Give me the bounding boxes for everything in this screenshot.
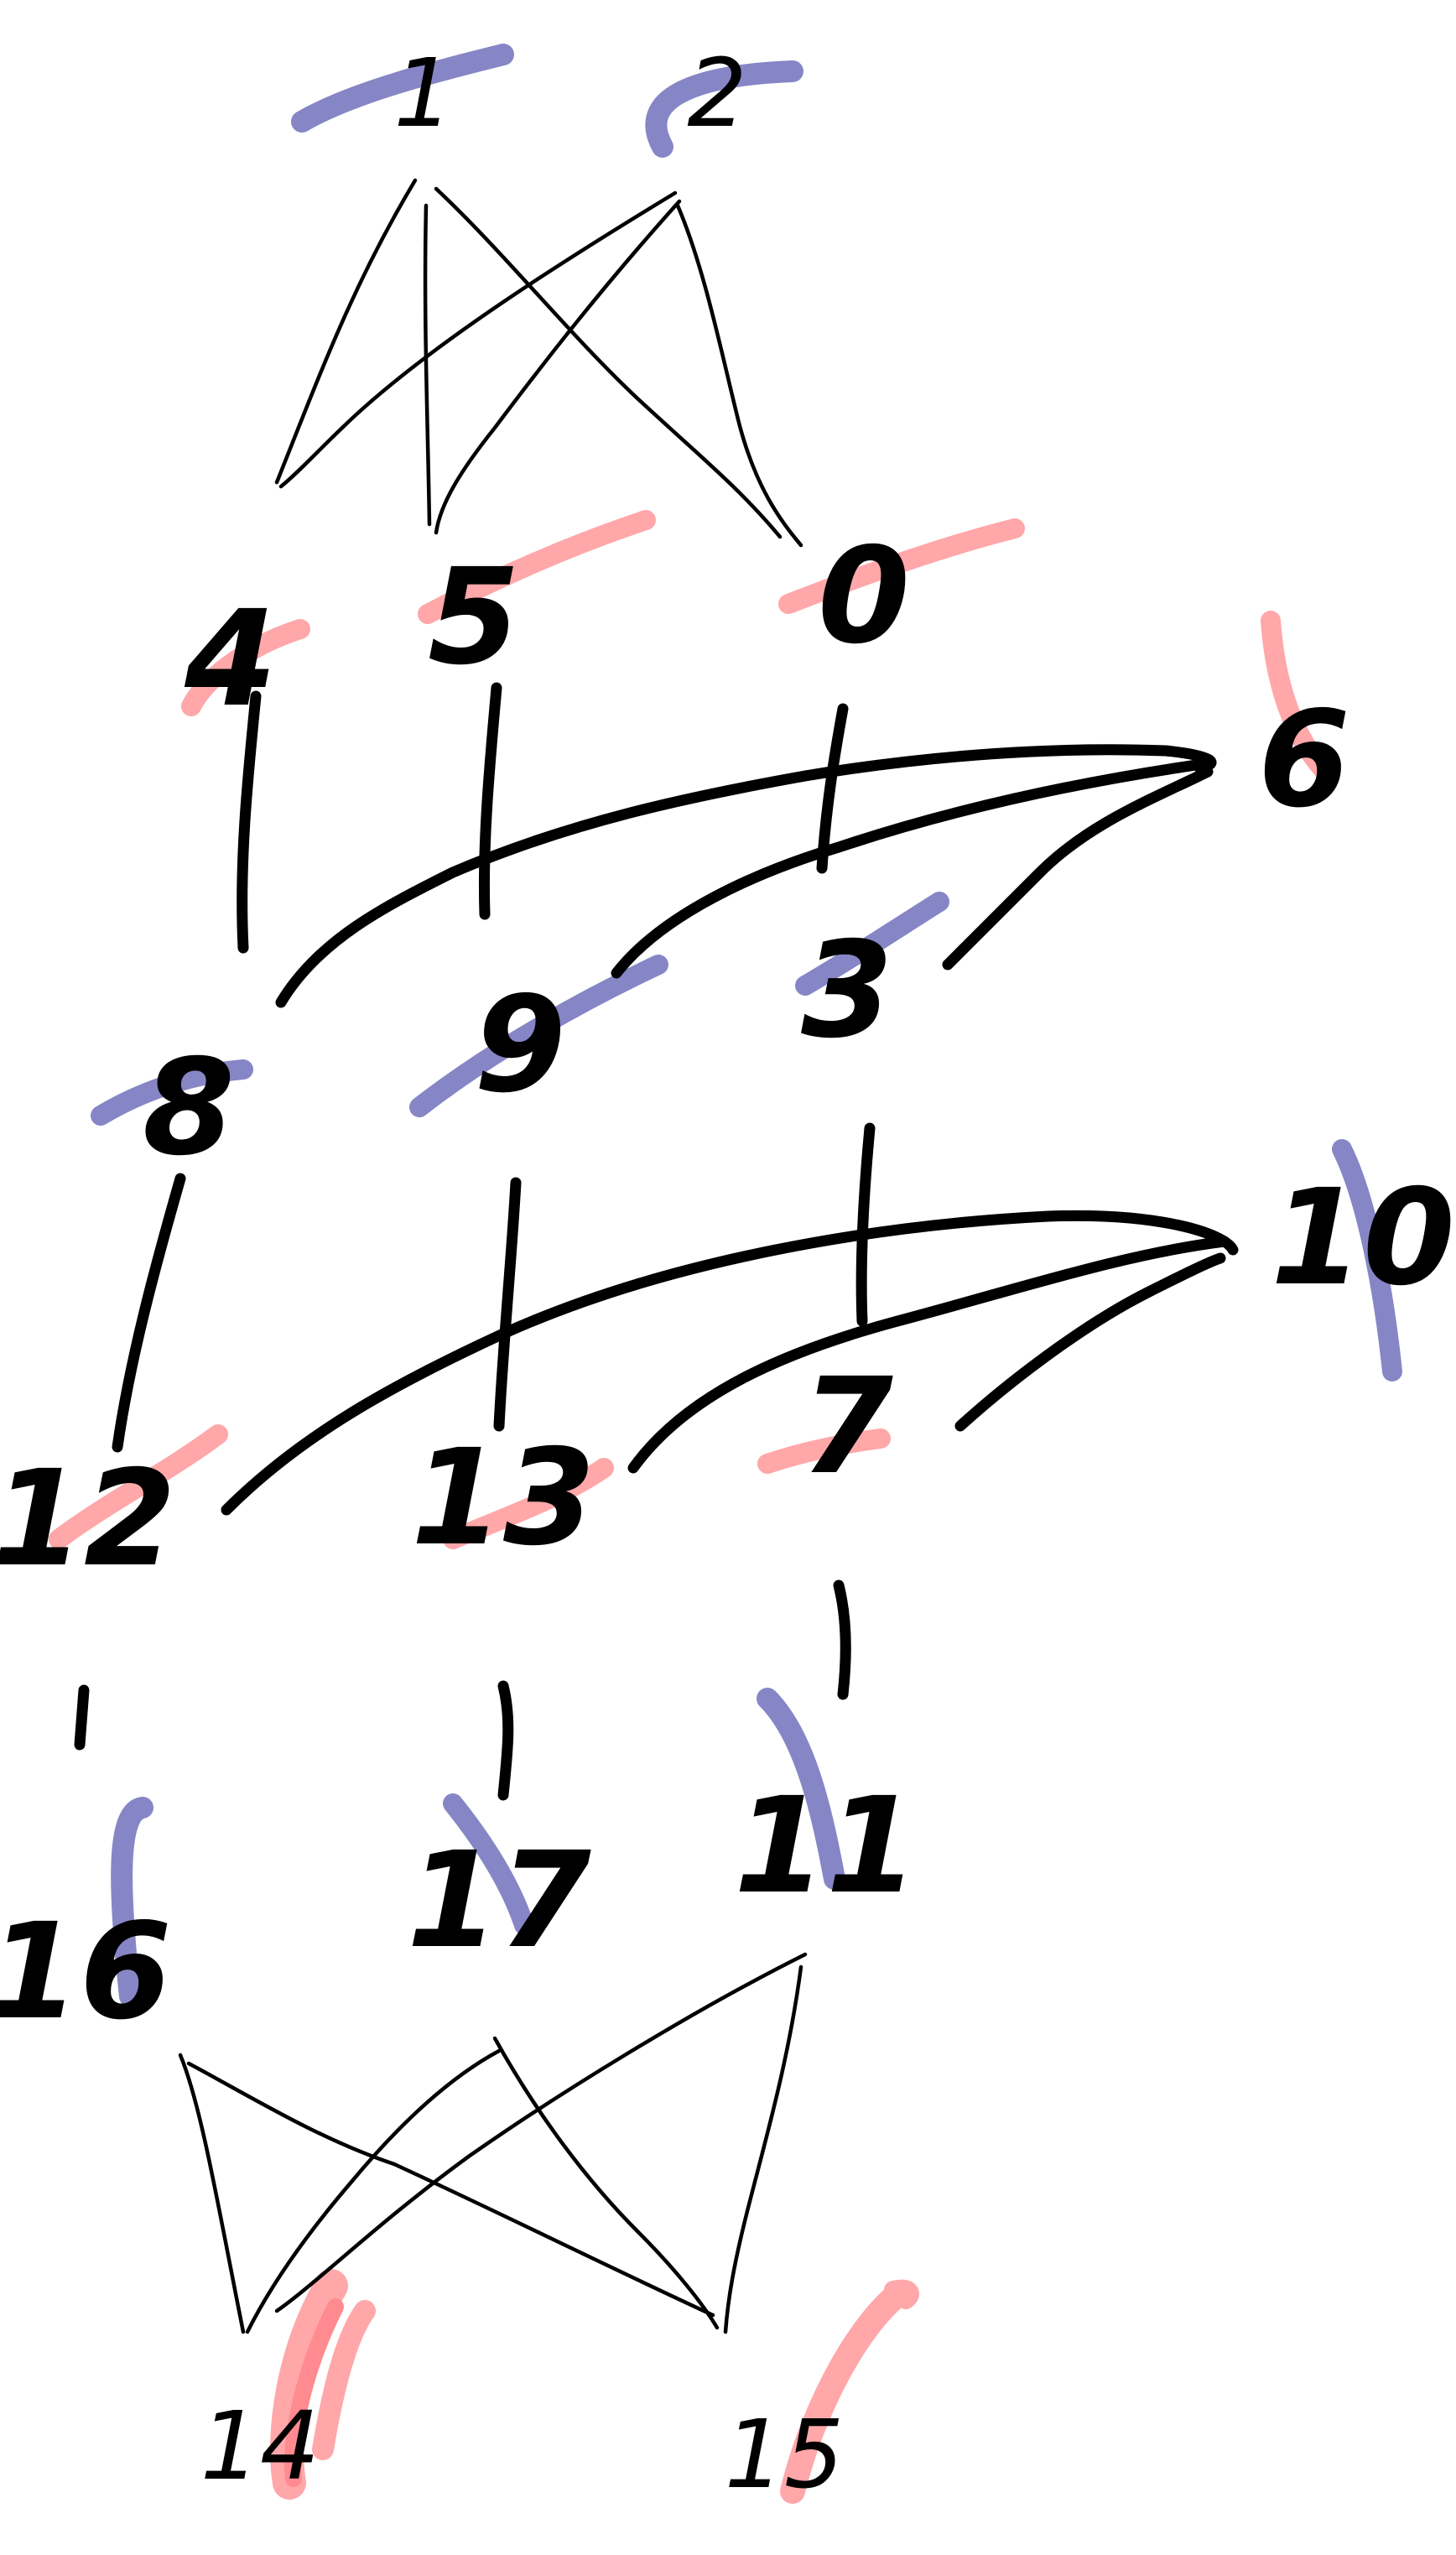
node-5: 5 bbox=[428, 540, 520, 695]
node-6: 6 bbox=[1258, 683, 1350, 837]
edge-17-14 bbox=[245, 2048, 502, 2334]
highlight-10 bbox=[1332, 1139, 1402, 1382]
node-12: 12 bbox=[0, 1442, 176, 1596]
node-4: 4 bbox=[184, 582, 277, 736]
highlight-14b bbox=[284, 2298, 344, 2487]
node-14: 14 bbox=[200, 2392, 320, 2501]
edge-12-16 bbox=[74, 1684, 90, 1751]
highlight-4 bbox=[181, 619, 310, 716]
highlight-15 bbox=[780, 2286, 906, 2504]
edge-13-17 bbox=[497, 1680, 514, 1801]
edges-middle bbox=[74, 682, 1239, 1801]
edge-3-7 bbox=[855, 1122, 876, 1327]
edge-2-5 bbox=[434, 199, 682, 535]
node-10: 10 bbox=[1271, 1161, 1455, 1315]
node-17: 17 bbox=[407, 1824, 591, 1978]
edge-7-11 bbox=[833, 1579, 851, 1700]
highlight-5 bbox=[418, 510, 656, 624]
node-16: 16 bbox=[0, 1895, 172, 2049]
highlight-2 bbox=[645, 60, 803, 158]
edge-11-15 bbox=[723, 1964, 803, 2334]
highlight-13 bbox=[443, 1458, 614, 1549]
edges-bottom-cluster bbox=[178, 1952, 808, 2334]
edge-10-7 bbox=[954, 1252, 1226, 1432]
edge-17-15 bbox=[492, 2036, 720, 2330]
node-labels: 1 2 4 5 0 6 8 9 3 10 12 13 7 16 17 11 14… bbox=[0, 39, 1455, 2510]
edge-9-13 bbox=[493, 1177, 522, 1432]
highlight-17 bbox=[443, 1793, 534, 1935]
edge-6-9 bbox=[611, 757, 1214, 979]
node-2: 2 bbox=[687, 39, 746, 148]
highlight-marks bbox=[49, 44, 1402, 2504]
edge-2-0 bbox=[675, 203, 803, 548]
node-8: 8 bbox=[143, 1031, 235, 1185]
highlight-6 bbox=[1261, 611, 1339, 786]
edge-10-12 bbox=[221, 1210, 1239, 1516]
node-15: 15 bbox=[725, 2401, 845, 2510]
node-9: 9 bbox=[474, 968, 566, 1122]
edge-1-5 bbox=[423, 203, 432, 527]
node-7: 7 bbox=[801, 1350, 893, 1504]
highlight-15b bbox=[884, 2279, 919, 2309]
node-0: 0 bbox=[818, 519, 910, 674]
highlight-12 bbox=[49, 1424, 228, 1549]
edge-5-9 bbox=[478, 682, 502, 920]
highlight-0 bbox=[778, 518, 1025, 614]
highlight-14c bbox=[312, 2300, 376, 2460]
highlight-7 bbox=[757, 1428, 891, 1474]
highlight-1 bbox=[291, 44, 514, 133]
edge-11-14 bbox=[274, 1952, 808, 2313]
highlight-3 bbox=[795, 892, 949, 996]
edge-2-4 bbox=[278, 190, 678, 489]
node-13: 13 bbox=[411, 1421, 595, 1575]
edge-8-12 bbox=[112, 1173, 186, 1453]
highlight-8 bbox=[91, 1059, 253, 1126]
edge-10-13 bbox=[627, 1236, 1230, 1474]
edge-1-4 bbox=[274, 178, 418, 485]
node-11: 11 bbox=[734, 1769, 918, 1923]
edge-16-15 bbox=[186, 2061, 715, 2318]
node-1: 1 bbox=[393, 39, 453, 148]
highlight-11 bbox=[757, 1688, 845, 1890]
highlight-9 bbox=[409, 955, 668, 1117]
edge-6-8 bbox=[275, 744, 1217, 1008]
edge-16-14 bbox=[178, 2053, 246, 2334]
node-3: 3 bbox=[801, 913, 893, 1068]
edge-4-8 bbox=[237, 690, 262, 954]
edge-6-3 bbox=[942, 766, 1214, 970]
edge-1-0 bbox=[434, 186, 783, 539]
highlight-16 bbox=[111, 1797, 153, 2007]
edges-top-cluster bbox=[274, 178, 803, 548]
